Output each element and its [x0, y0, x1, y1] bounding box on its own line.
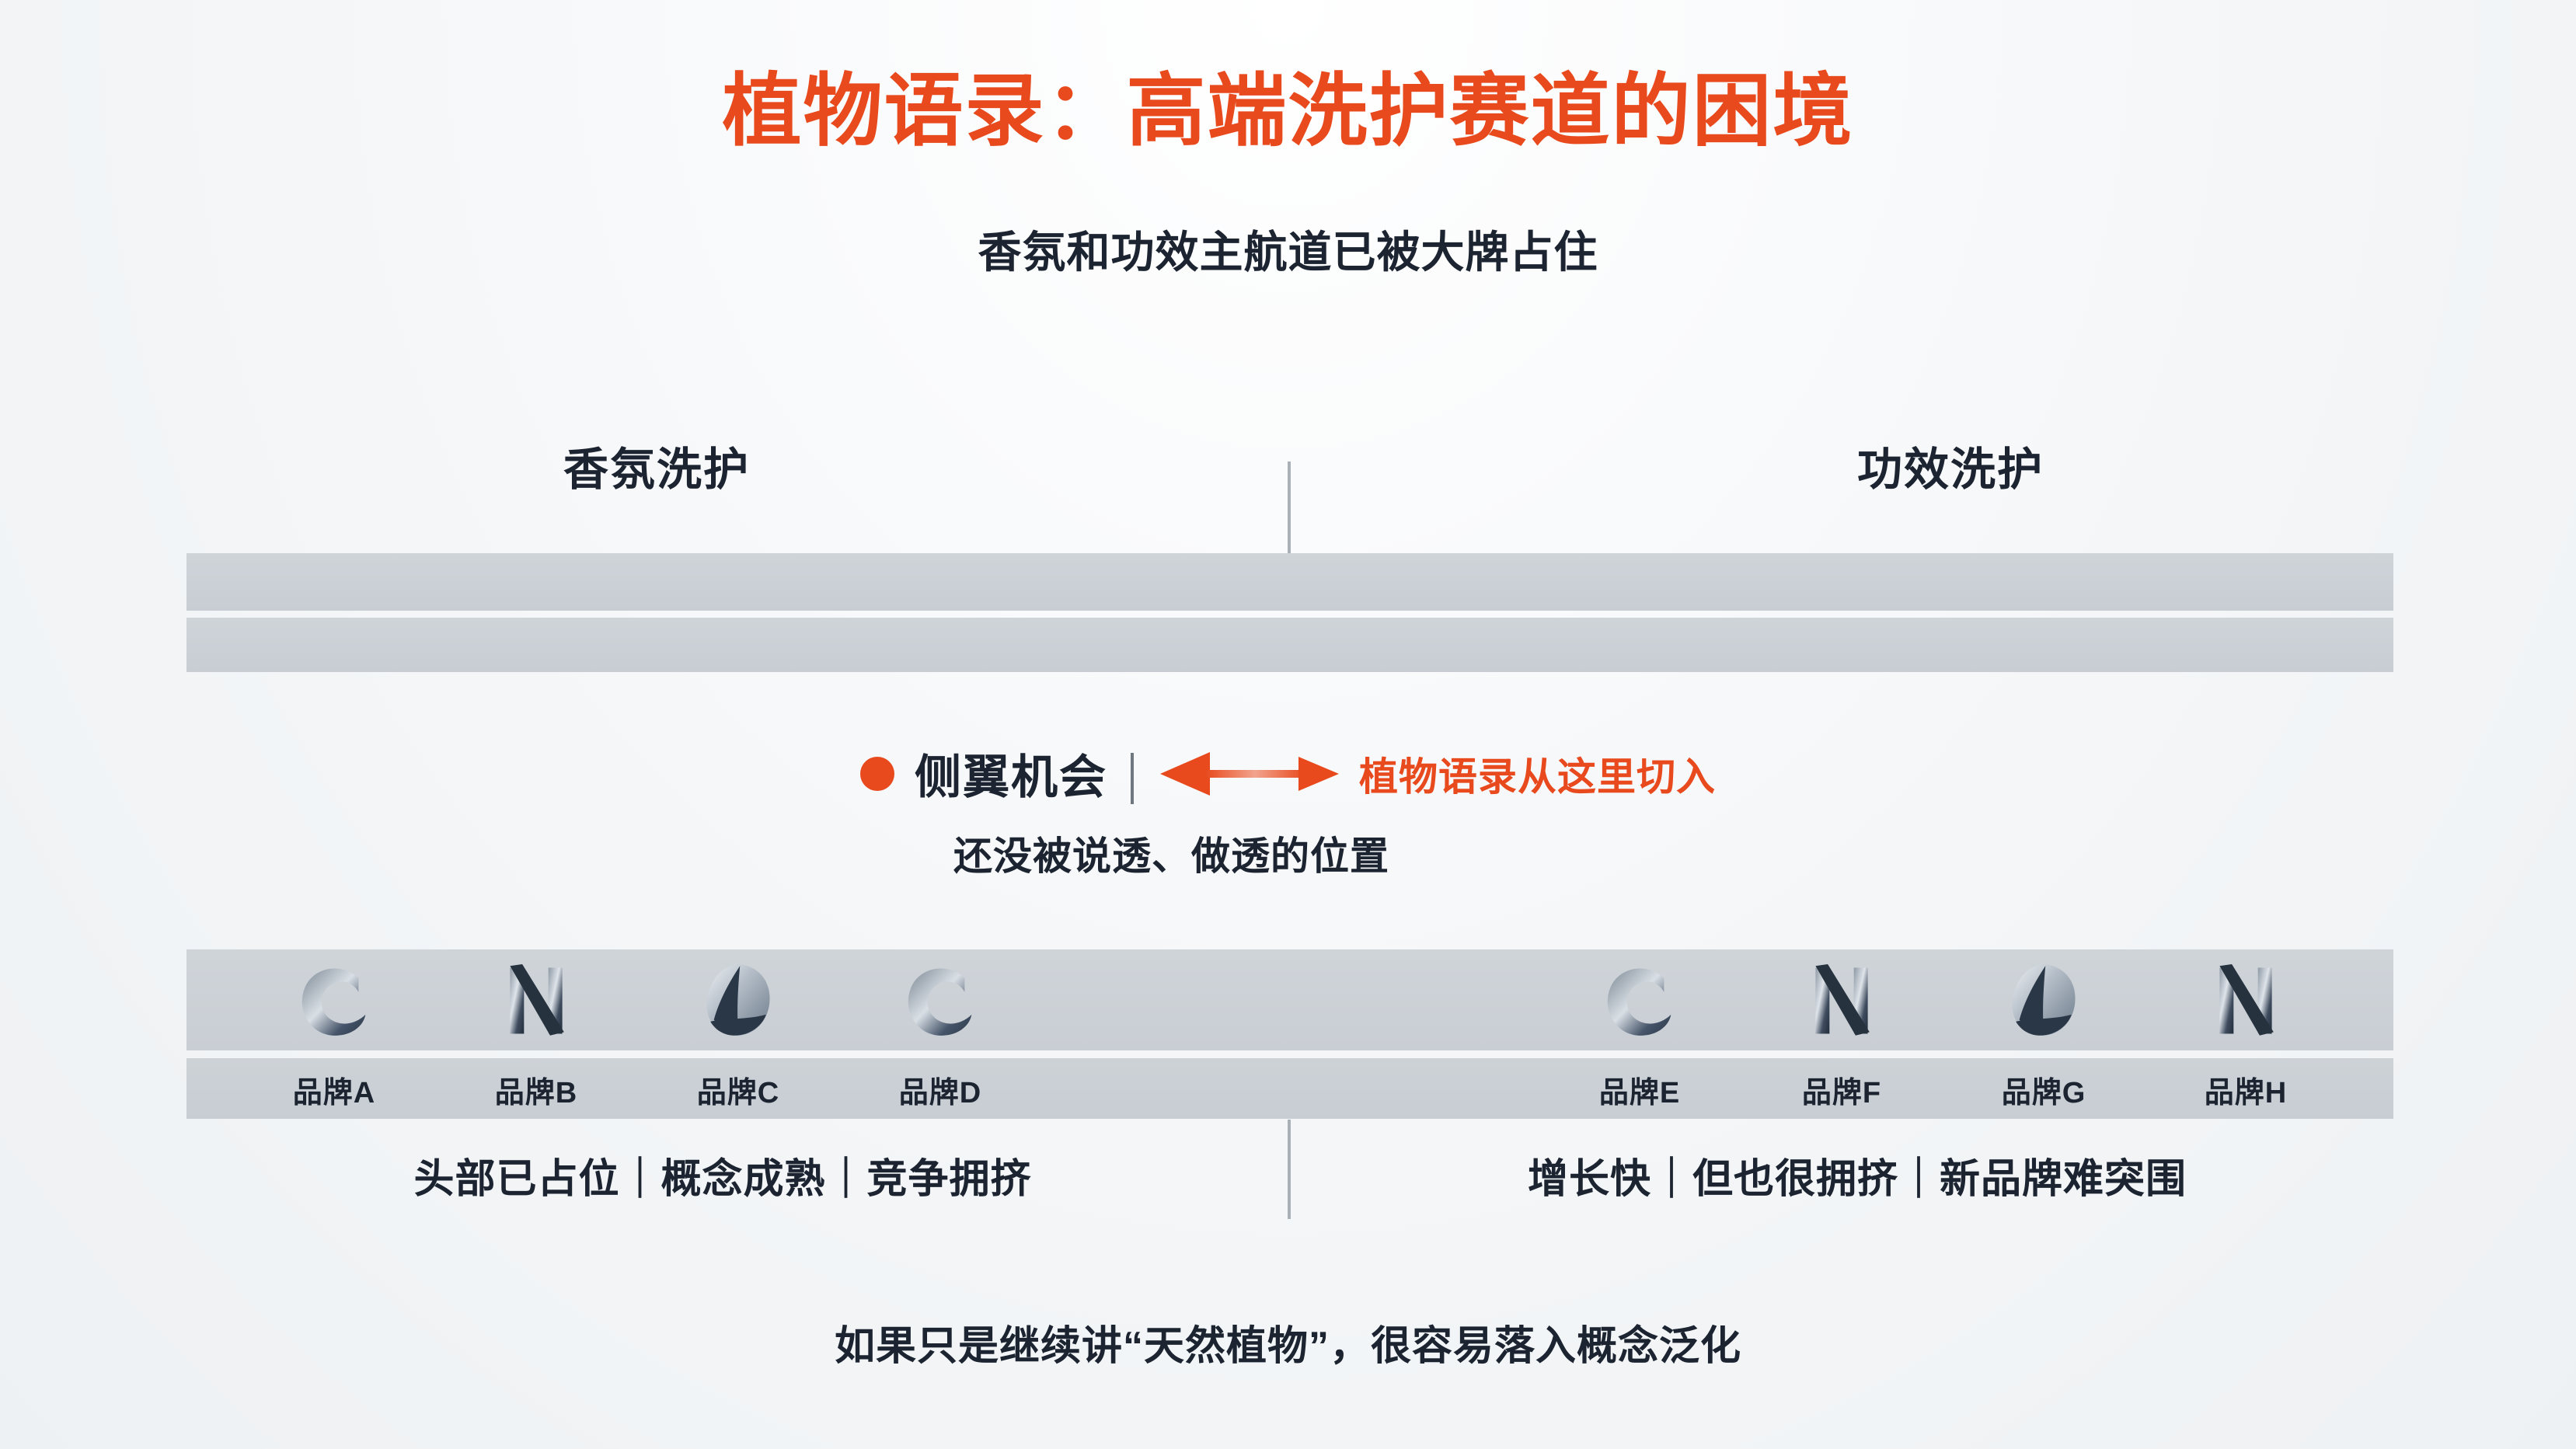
brand-logo-c [661, 957, 816, 1044]
flank-separator [1131, 752, 1134, 804]
brand-logo-d [863, 957, 1018, 1044]
brand-label-band [186, 1058, 2393, 1119]
flank-opportunity-label: 侧翼机会 [915, 751, 1107, 803]
orange-dot-icon [860, 756, 894, 791]
brand-logo-a [256, 957, 412, 1044]
column-header-left: 香氛洗护 [563, 444, 750, 495]
brand-logo-e [1562, 957, 1717, 1044]
capacity-bar-lower [186, 618, 2393, 672]
capacity-bar-upper [186, 553, 2393, 611]
brand-logo-f [1764, 957, 1919, 1044]
brand-name-g: 品牌G [2001, 1077, 2086, 1109]
brand-name-d: 品牌D [898, 1077, 982, 1109]
center-divider-top [1288, 462, 1291, 553]
flank-opportunity-row: 侧翼机会 植物语录从这里切入 [0, 740, 2576, 807]
brand-name-a: 品牌A [292, 1077, 376, 1109]
flank-sub-text: 还没被说透、做透的位置 [953, 834, 1389, 878]
brand-logo-b [458, 957, 614, 1044]
brand-name-f: 品牌F [1801, 1077, 1882, 1109]
center-divider-bottom [1288, 1120, 1291, 1219]
brand-name-c: 品牌C [696, 1077, 780, 1109]
flank-cta-text: 植物语录从这里切入 [1359, 754, 1716, 799]
caption-right: 增长快｜但也很拥挤｜新品牌难突围 [1527, 1157, 2187, 1202]
caption-left: 头部已占位｜概念成熟｜竞争拥挤 [413, 1157, 1032, 1202]
column-header-right: 功效洗护 [1856, 444, 2044, 495]
page-subtitle: 香氛和功效主航道已被大牌占住 [978, 228, 1598, 277]
brand-logo-h [2168, 957, 2323, 1044]
brand-logo-g [1966, 957, 2121, 1044]
brand-name-h: 品牌H [2204, 1077, 2288, 1109]
double-arrow-icon [1160, 749, 1339, 799]
page-title: 植物语录：高端洗护赛道的困境 [722, 67, 1854, 155]
footnote-text: 如果只是继续讲“天然植物”，很容易落入概念泛化 [834, 1324, 1741, 1369]
brand-name-e: 品牌E [1598, 1077, 1681, 1109]
brand-name-b: 品牌B [494, 1077, 578, 1109]
